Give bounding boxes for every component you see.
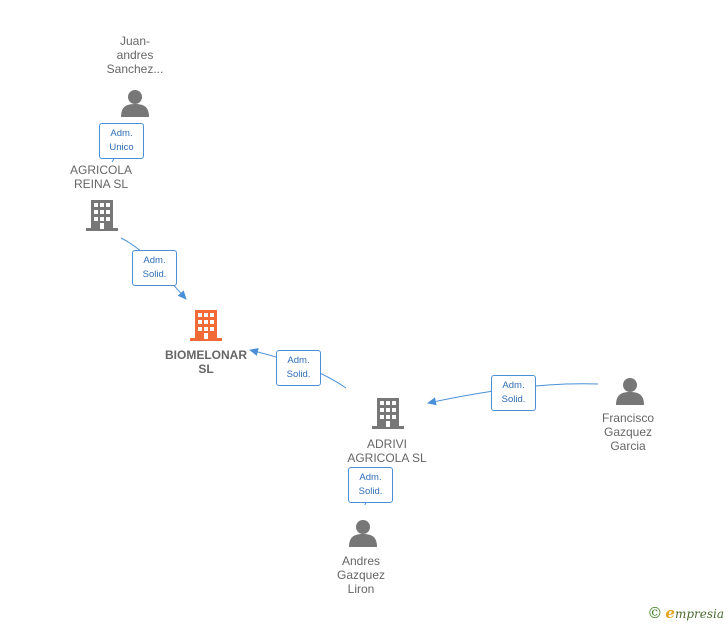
- copyright-symbol: ©: [647, 604, 663, 622]
- building-icon-adrivi[interactable]: [372, 398, 404, 429]
- edge-badge-adm-solid-adrivi[interactable]: Adm. Solid.: [276, 350, 321, 386]
- edge-badge-adm-solid-andres[interactable]: Adm. Solid.: [348, 467, 393, 503]
- edge-badge-adm-solid-reina[interactable]: Adm. Solid.: [132, 250, 177, 286]
- node-label-biomelonar[interactable]: BIOMELONAR SL: [165, 348, 247, 376]
- brand-logo: ©empresia: [647, 604, 724, 622]
- node-label-francisco[interactable]: Francisco Gazquez Garcia: [601, 411, 654, 453]
- brand-name: mpresia: [674, 607, 724, 621]
- edge-badge-adm-solid-francisco[interactable]: Adm. Solid.: [491, 375, 536, 411]
- node-label-andres[interactable]: Andres Gazquez Liron: [336, 554, 386, 596]
- node-label-adrivi[interactable]: ADRIVI AGRICOLA SL: [347, 437, 427, 465]
- person-icon-juan[interactable]: [121, 90, 149, 117]
- building-icon-agricola-reina[interactable]: [86, 200, 118, 231]
- brand-initial: e: [665, 604, 675, 622]
- building-icon-biomelonar[interactable]: [190, 310, 222, 341]
- edge-badge-adm-unico[interactable]: Adm. Unico: [99, 123, 144, 159]
- node-label-juan[interactable]: Juan- andres Sanchez...: [106, 34, 164, 76]
- person-icon-francisco[interactable]: [616, 378, 644, 405]
- node-label-agricola-reina[interactable]: AGRICOLA REINA SL: [69, 163, 132, 191]
- person-icon-andres[interactable]: [349, 520, 377, 547]
